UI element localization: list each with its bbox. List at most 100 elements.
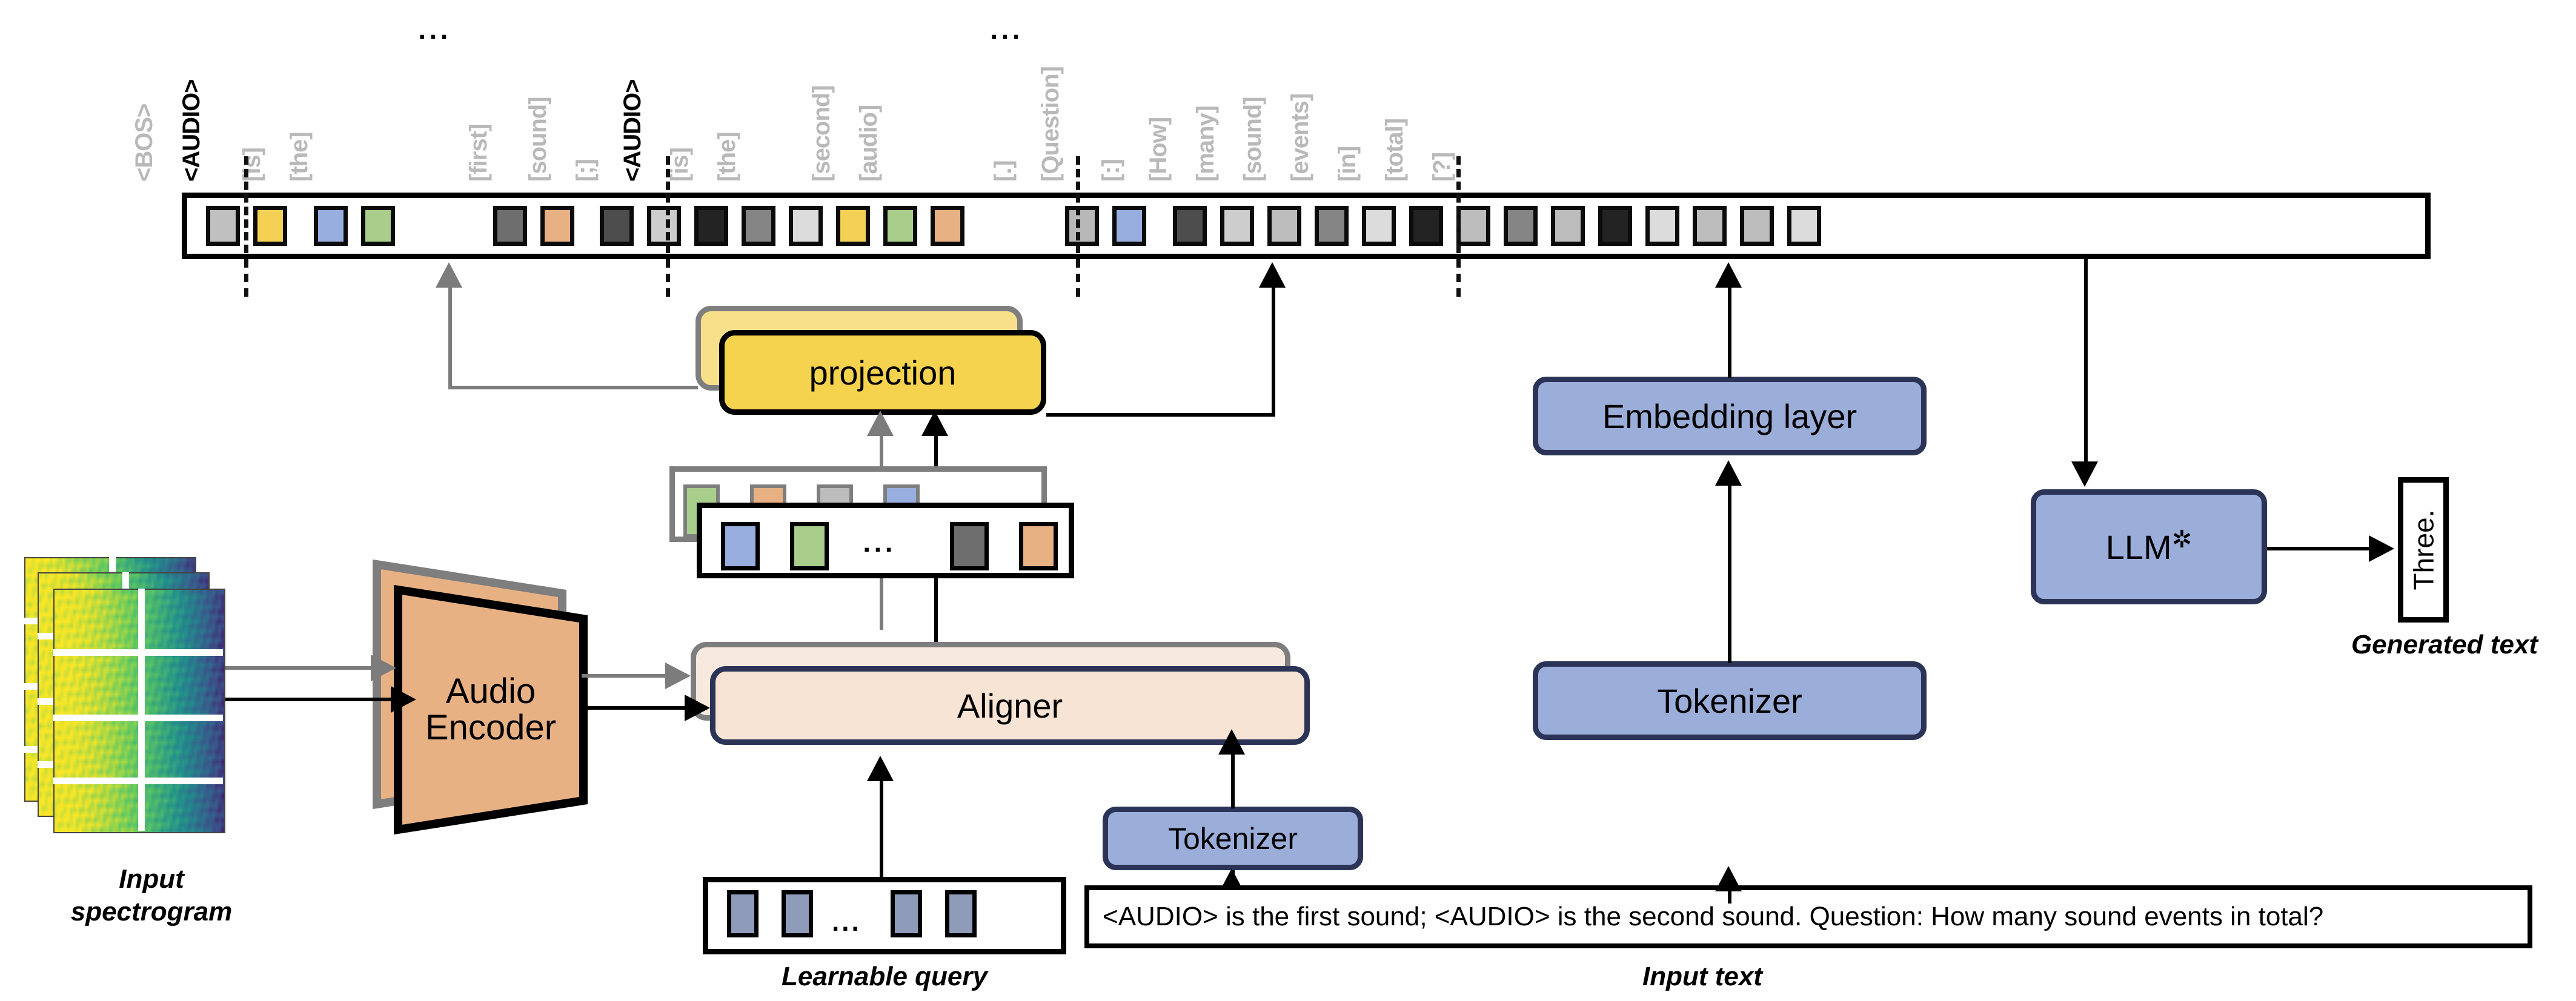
projection-to-strip-v [1272, 288, 1275, 415]
embedding-layer-label: Embedding layer [1602, 397, 1857, 435]
learnable-query-square [782, 890, 813, 937]
llm-frozen-icon: ✲ [2171, 526, 2193, 553]
token-square [1173, 206, 1207, 246]
token-square [540, 206, 574, 246]
spectrogram-to-encoder-ghost-arrow [371, 655, 396, 681]
encoder-to-aligner-ghost-arrow [665, 662, 691, 689]
separator-2 [666, 156, 670, 253]
aligner-ghost-out-line [880, 578, 883, 630]
aligner-token-square [721, 522, 760, 570]
tokenizer-to-embedding-arrow [1715, 460, 1742, 486]
token-square [789, 206, 823, 246]
aligner-box[interactable]: Aligner [710, 666, 1310, 745]
aligner-out-line [934, 578, 938, 657]
input-text-caption: Input text [1642, 962, 1762, 991]
projection-to-strip-h [1046, 413, 1275, 417]
separator-1b [244, 259, 248, 297]
spectrogram-gridline [53, 715, 223, 721]
audio-encoder[interactable]: Audio Encoder [391, 583, 591, 837]
token-square [1065, 206, 1099, 246]
token-label: [the] [286, 132, 313, 182]
learnable-query-ellipsis: ... [832, 907, 861, 937]
tokengroup-ghost-to-projection-arrow [867, 411, 894, 436]
token-square [493, 206, 527, 246]
audio-encoder-label-line1: Audio [445, 671, 536, 711]
token-square [1456, 206, 1490, 246]
generated-text-box: Three. [2398, 477, 2449, 623]
projection-box[interactable]: projection [719, 330, 1046, 415]
inputtext-to-tokenizer-line [1728, 885, 1731, 904]
learnable-query-square [727, 890, 759, 937]
embedding-to-strip-arrow [1715, 262, 1742, 288]
token-square [931, 206, 964, 246]
separator-3b [1076, 259, 1080, 297]
token-square [836, 206, 870, 246]
learnable-query-square [891, 890, 922, 937]
query-to-aligner-arrow [867, 756, 894, 781]
separator-1 [244, 156, 248, 253]
token-square [1504, 206, 1538, 246]
tokenizer-to-embedding-line [1728, 484, 1731, 663]
audio-encoder-label-line2: Encoder [425, 708, 557, 747]
token-square [1693, 206, 1727, 246]
spectrogram-to-encoder-ghost-line [212, 666, 376, 670]
aligner-token-ellipsis: ▪▪▪ [864, 540, 897, 558]
audio-encoder-label-wrap: Audio Encoder [391, 583, 591, 837]
spectrogram-to-encoder-arrow [391, 686, 416, 713]
encoder-to-aligner-arrow [685, 695, 710, 721]
tokenizer-audio-label: Tokenizer [1168, 821, 1298, 856]
token-square [742, 206, 775, 246]
token-square [1645, 206, 1679, 246]
query-to-aligner-line [880, 778, 883, 878]
token-square [253, 206, 287, 246]
llm-label: LLM [2105, 527, 2172, 566]
tokenizer-audio-box[interactable]: Tokenizer [1103, 807, 1363, 870]
spectrogram-caption-line2: spectrogram [70, 896, 233, 927]
separator-2b [666, 259, 670, 297]
tokenizer-text-box[interactable]: Tokenizer [1533, 661, 1927, 740]
spectrogram-gridline [138, 589, 145, 831]
token-square [1787, 206, 1821, 246]
inputtext-to-tokenizer-arrow [1715, 866, 1742, 891]
token-square [1598, 206, 1632, 246]
strip-to-llm-arrow [2071, 461, 2098, 487]
spectrogram-to-encoder-line [212, 698, 394, 701]
token-square [647, 206, 681, 246]
token-square [1315, 206, 1349, 246]
tokengroup-ghost-to-projection-line [880, 433, 883, 484]
generated-text-caption: Generated text [2351, 630, 2538, 659]
projection-to-strip-arrow [1259, 262, 1286, 288]
input-text-box[interactable]: <AUDIO> is the first sound; <AUDIO> is t… [1084, 885, 2532, 948]
llm-box[interactable]: LLM✲ [2031, 489, 2267, 604]
tokengroup-to-projection-arrow [921, 411, 948, 436]
aligner-token-square [950, 522, 989, 570]
learnable-query-box [703, 877, 1066, 954]
tokenizer-audio-to-aligner-line [1231, 751, 1235, 808]
tokenizer-text-label: Tokenizer [1657, 681, 1802, 720]
spectrogram-gridline [53, 649, 223, 656]
separator-4b [1456, 259, 1461, 297]
separator-4 [1456, 156, 1461, 253]
encoder-to-aligner-ghost-line [582, 674, 672, 678]
separator-3 [1076, 156, 1080, 253]
aligner-token-square [790, 522, 829, 570]
token-square [206, 206, 240, 246]
token-square [600, 206, 634, 246]
input-text-value: <AUDIO> is the first sound; <AUDIO> is t… [1103, 902, 2324, 931]
token-square [1551, 206, 1585, 246]
learnable-query-caption: Learnable query [782, 962, 988, 991]
spectrogram-gridline [53, 778, 223, 784]
strip-to-llm-line [2084, 259, 2088, 465]
token-square [883, 206, 917, 246]
token-square [694, 206, 728, 246]
token-square [1362, 206, 1396, 246]
spectrogram-caption: Input spectrogram [12, 863, 291, 928]
spectrogram-caption-line1: Input [119, 864, 184, 894]
projection-ghost-to-strip-v [448, 288, 452, 388]
llm-to-output-line [2267, 547, 2373, 550]
projection-ghost-to-strip-h [448, 386, 698, 389]
embedding-layer-box[interactable]: Embedding layer [1533, 377, 1927, 455]
embedding-to-strip-line [1728, 286, 1731, 378]
token-square [1112, 206, 1146, 246]
